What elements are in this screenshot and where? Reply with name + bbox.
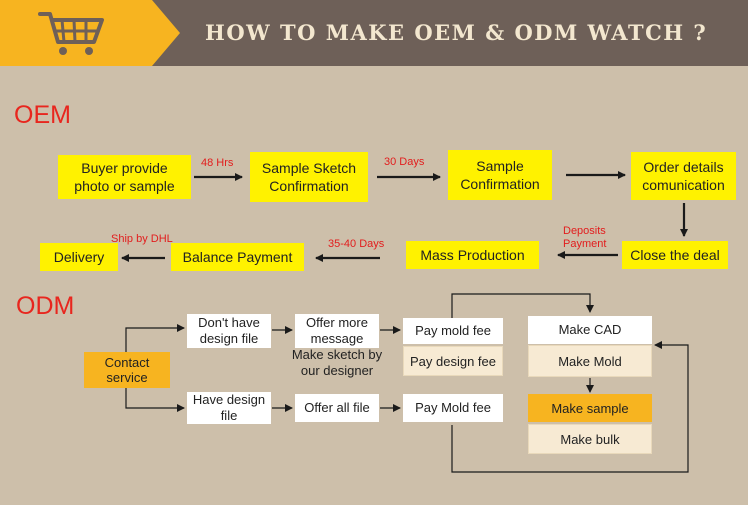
step-mass-production: Mass Production	[406, 241, 539, 269]
step-delivery: Delivery	[40, 243, 118, 271]
make-sketch-by-designer: Make sketch by our designer	[291, 347, 383, 378]
pay-mold-fee-no-design: Pay mold fee	[403, 318, 503, 344]
make-sample: Make sample	[528, 394, 652, 422]
dont-have-design-file: Don't have design file	[187, 314, 271, 348]
note-deposits-payment: Deposits Payment	[563, 225, 607, 251]
have-design-file: Have design file	[187, 392, 271, 424]
note-48-hrs: 48 Hrs	[201, 157, 234, 169]
make-cad: Make CAD	[528, 316, 652, 344]
header-cart-banner	[0, 0, 180, 66]
offer-all-file: Offer all file	[295, 394, 379, 422]
page-title: HOW TO MAKE OEM & ODM WATCH ?	[205, 20, 708, 45]
step-balance-payment: Balance Payment	[171, 243, 304, 271]
note-30-days: 30 Days	[384, 156, 425, 168]
note-35-40-days: 35-40 Days	[328, 238, 385, 250]
make-bulk: Make bulk	[528, 424, 652, 454]
odm-label: ODM	[16, 292, 75, 320]
offer-more-message: Offer more message	[295, 314, 379, 348]
shopping-cart-icon	[38, 12, 104, 55]
pay-mold-fee-have-design: Pay Mold fee	[403, 394, 503, 422]
pay-design-fee: Pay design fee	[403, 346, 503, 376]
note-ship-by-dhl: Ship by DHL	[111, 233, 173, 245]
step-sample-confirmation: Sample Confirmation	[448, 150, 552, 200]
contact-service: Contact service	[84, 352, 170, 388]
step-sample-sketch-confirmation: Sample Sketch Confirmation	[250, 152, 368, 202]
step-buyer-provide: Buyer provide photo or sample	[58, 155, 191, 199]
make-mold: Make Mold	[528, 345, 652, 377]
step-order-details: Order details comunication	[631, 152, 736, 200]
step-close-the-deal: Close the deal	[622, 241, 728, 269]
oem-label: OEM	[14, 101, 71, 129]
